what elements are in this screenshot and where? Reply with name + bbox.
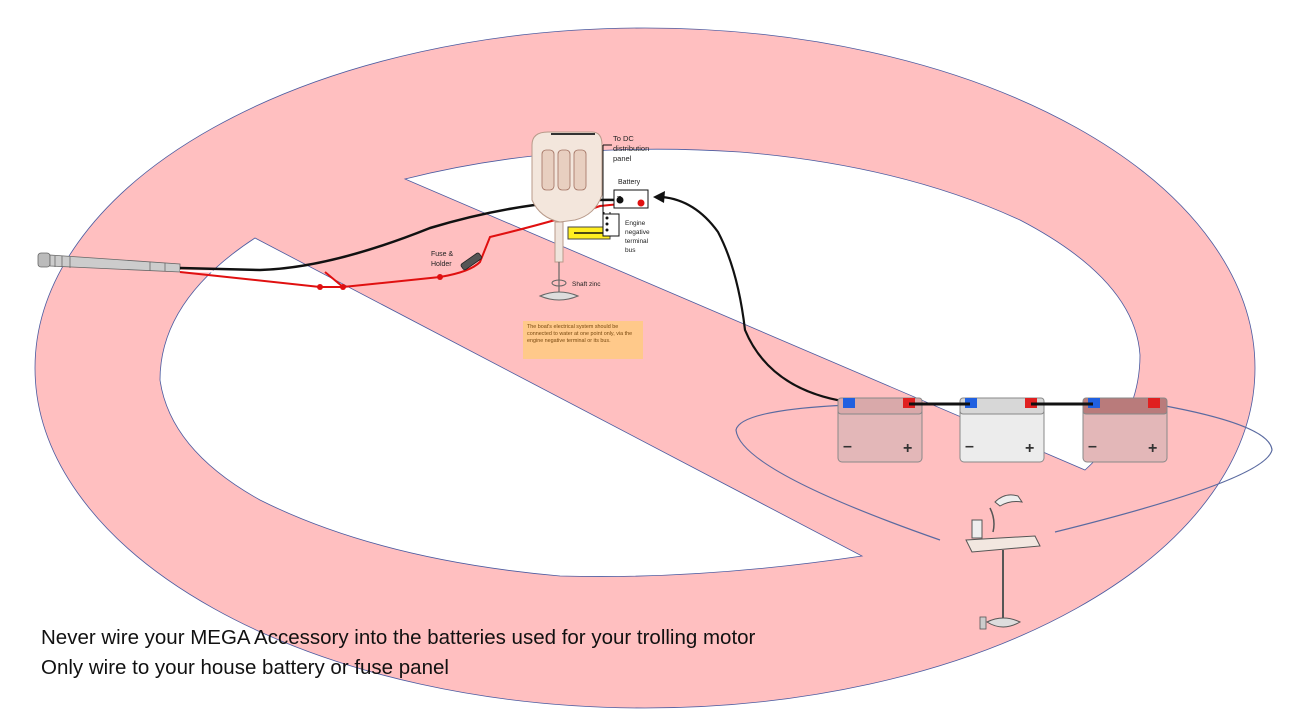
trolling-motor-icon [965, 494, 1041, 630]
engine-negative-bus [567, 212, 620, 240]
fuse-holder-icon [460, 252, 482, 271]
to-dc-label: panel [613, 154, 632, 163]
battery-3-icon: – + [1082, 397, 1168, 463]
grounding-note: The boat's electrical system should be c… [523, 321, 643, 359]
fuse-label: Fuse & [431, 251, 454, 258]
red-wire-node [437, 274, 443, 280]
trolling-lead-right [1054, 404, 1273, 533]
battery-1-icon: – + [837, 397, 923, 463]
engine-bus-label: bus [625, 247, 636, 254]
battery-2-plus: + [1025, 440, 1034, 457]
house-battery-minus: – [617, 193, 621, 200]
arrowhead-icon [653, 191, 665, 203]
battery-1-plus: + [903, 440, 912, 457]
instruction-caption: Only wire to your house battery or fuse … [41, 656, 449, 679]
white-wire [179, 270, 241, 273]
trolling-lead-left [735, 404, 941, 541]
battery-3-minus: – [1088, 438, 1097, 455]
house-battery-box: – [602, 144, 649, 214]
red-wire-node [317, 284, 323, 290]
battery-2-minus: – [965, 438, 974, 455]
warning-caption: Never wire your MEGA Accessory into the … [41, 626, 756, 649]
to-dc-label: distribution [613, 144, 649, 153]
engine-bus-label: Engine [625, 220, 646, 227]
prohibition-ring [34, 27, 1256, 709]
battery-3-plus: + [1148, 440, 1157, 457]
fuse-label: Holder [431, 261, 452, 268]
red-wire-junction [324, 271, 344, 288]
prohibition-sign [34, 27, 1256, 709]
battery-label: Battery [618, 179, 641, 186]
black-arrow-wire [661, 195, 849, 404]
shaft-zinc-label: Shaft zinc [572, 281, 601, 288]
engine-bus-label: terminal [625, 238, 649, 245]
battery-2-icon: – + [959, 397, 1045, 463]
battery-1-minus: – [843, 438, 852, 455]
engine-bus-label: negative [625, 229, 650, 236]
red-wire-node [340, 284, 346, 290]
to-dc-label: To DC [613, 134, 634, 143]
outboard-engine-icon [531, 131, 603, 301]
